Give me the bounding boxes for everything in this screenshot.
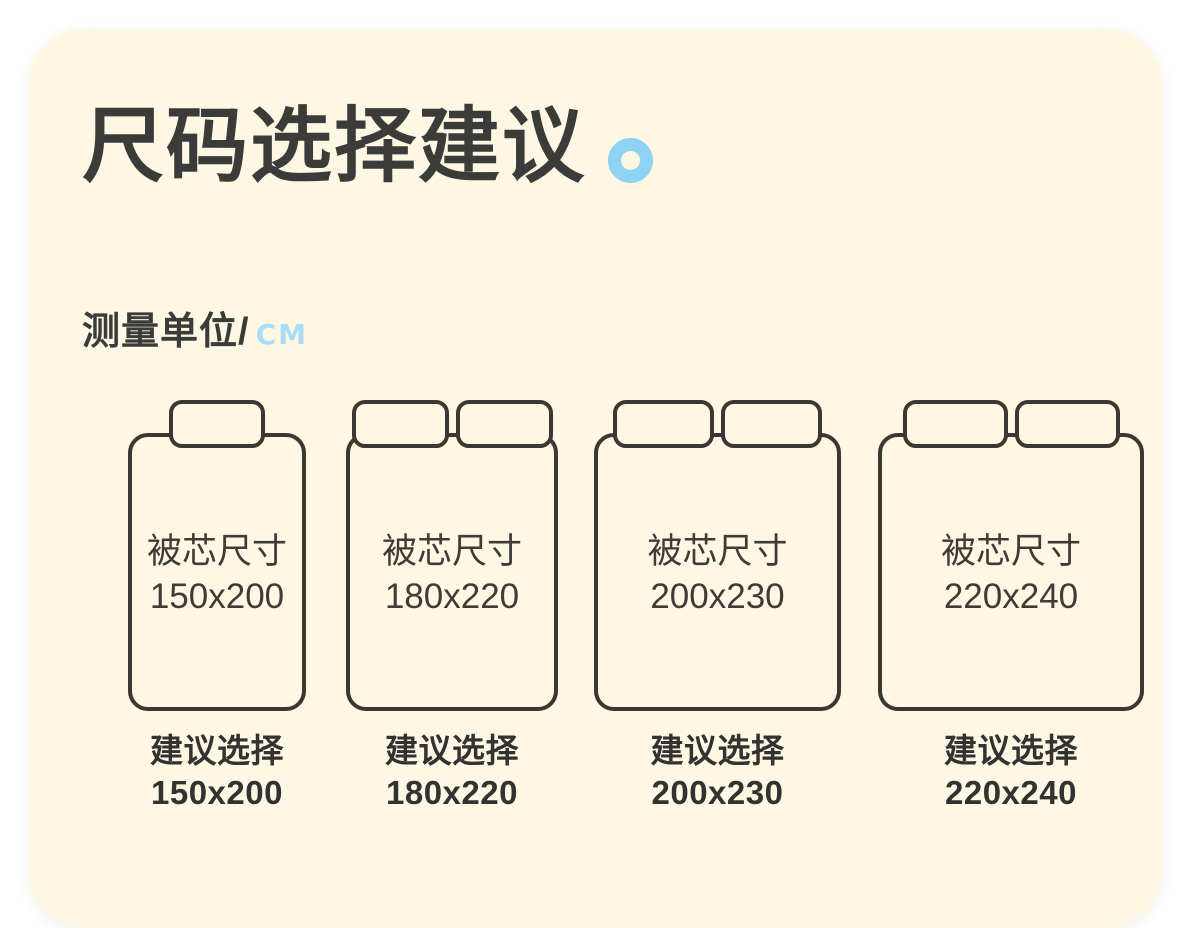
pillow-icon bbox=[169, 400, 265, 448]
recommendation-caption: 建议选择 200x230 bbox=[594, 730, 841, 814]
pillow-icon bbox=[352, 400, 449, 448]
recommendation-size: 220x240 bbox=[945, 774, 1077, 812]
pillow-icon bbox=[721, 400, 822, 448]
pillow-icon bbox=[903, 400, 1008, 448]
bed-outline-icon bbox=[878, 433, 1144, 711]
pillow-group bbox=[169, 400, 265, 448]
recommendation-caption: 建议选择 220x240 bbox=[878, 730, 1144, 814]
pillow-icon bbox=[456, 400, 553, 448]
pillow-icon bbox=[1015, 400, 1120, 448]
recommendation-size: 150x200 bbox=[151, 774, 283, 812]
pillow-icon bbox=[613, 400, 714, 448]
pillow-group bbox=[903, 400, 1120, 448]
page-title: 尺码选择建议 bbox=[82, 101, 587, 192]
measurement-unit-note: 测量单位/ cm bbox=[82, 300, 308, 355]
recommendation-caption: 建议选择 180x220 bbox=[346, 730, 558, 814]
recommendation-label: 建议选择 bbox=[944, 732, 1078, 769]
bed-outline-icon bbox=[128, 433, 306, 711]
recommendation-label: 建议选择 bbox=[150, 732, 284, 769]
recommendation-label: 建议选择 bbox=[385, 732, 519, 769]
bed-outline-icon bbox=[594, 433, 841, 711]
recommendation-size: 200x230 bbox=[651, 774, 784, 812]
recommendation-size: 180x220 bbox=[386, 774, 518, 812]
bed-outline-icon bbox=[346, 433, 558, 711]
pillow-group bbox=[613, 400, 822, 448]
measurement-unit-label: 测量单位/ bbox=[82, 311, 250, 353]
measurement-unit-value: cm bbox=[255, 308, 308, 354]
recommendation-caption: 建议选择 150x200 bbox=[128, 730, 306, 814]
ring-icon bbox=[608, 137, 654, 183]
page-header: 尺码选择建议 bbox=[82, 101, 654, 192]
recommendation-label: 建议选择 bbox=[650, 732, 785, 769]
pillow-group bbox=[352, 400, 553, 448]
